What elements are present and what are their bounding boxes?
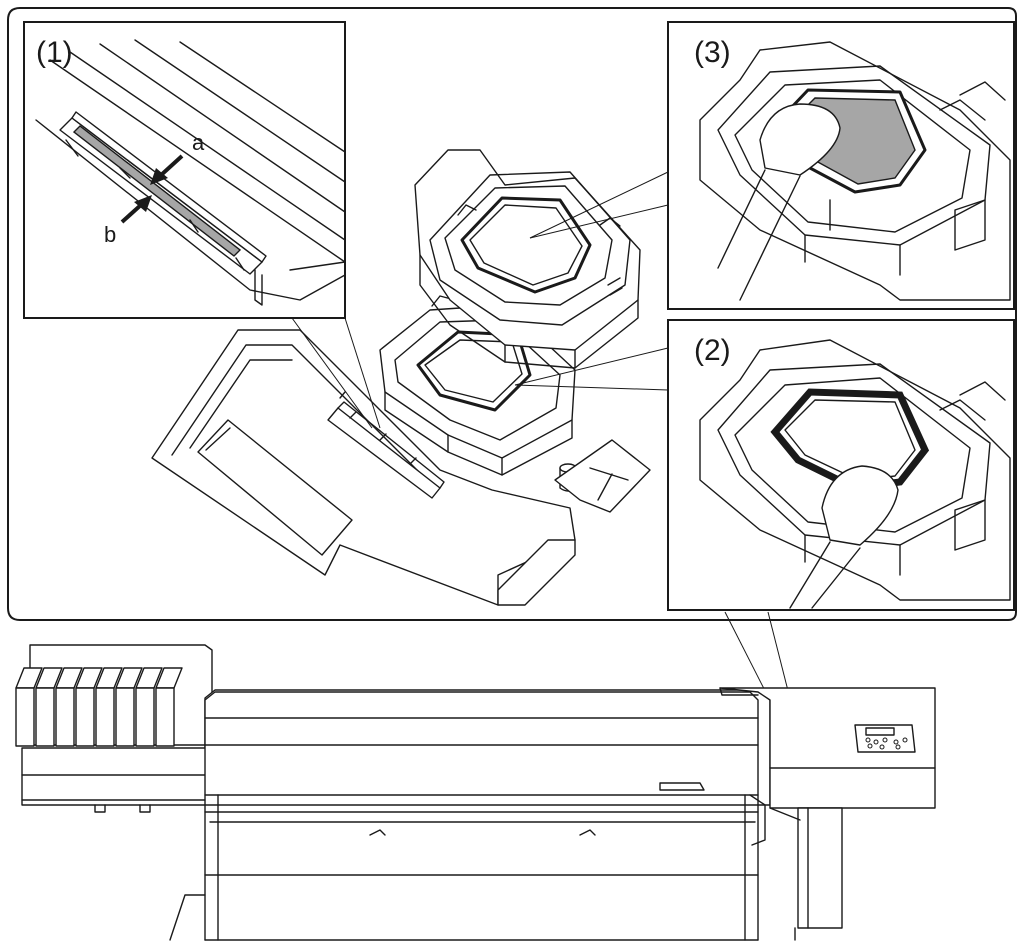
- callout-a: a: [192, 130, 205, 155]
- panel-1-number: (1): [36, 36, 73, 69]
- panel-1: (1) a b: [23, 21, 346, 319]
- printer-internal-assembly: [151, 149, 651, 606]
- callout-b: b: [104, 222, 116, 247]
- panel-3-number: (3): [694, 36, 731, 69]
- callout-arrow-b: [120, 195, 152, 224]
- panel-2: (2): [667, 319, 1015, 611]
- panel-2-number: (2): [694, 334, 731, 367]
- leader-lines: [291, 171, 669, 429]
- ink-cartridges: [15, 667, 183, 747]
- wiper-blade: [72, 125, 242, 257]
- printer-overview: [15, 611, 936, 941]
- cap-rim-highlight: [770, 388, 930, 492]
- detail-frame: [7, 7, 1017, 621]
- panel-3: (3): [667, 21, 1015, 310]
- callout-arrow-a: [150, 154, 184, 185]
